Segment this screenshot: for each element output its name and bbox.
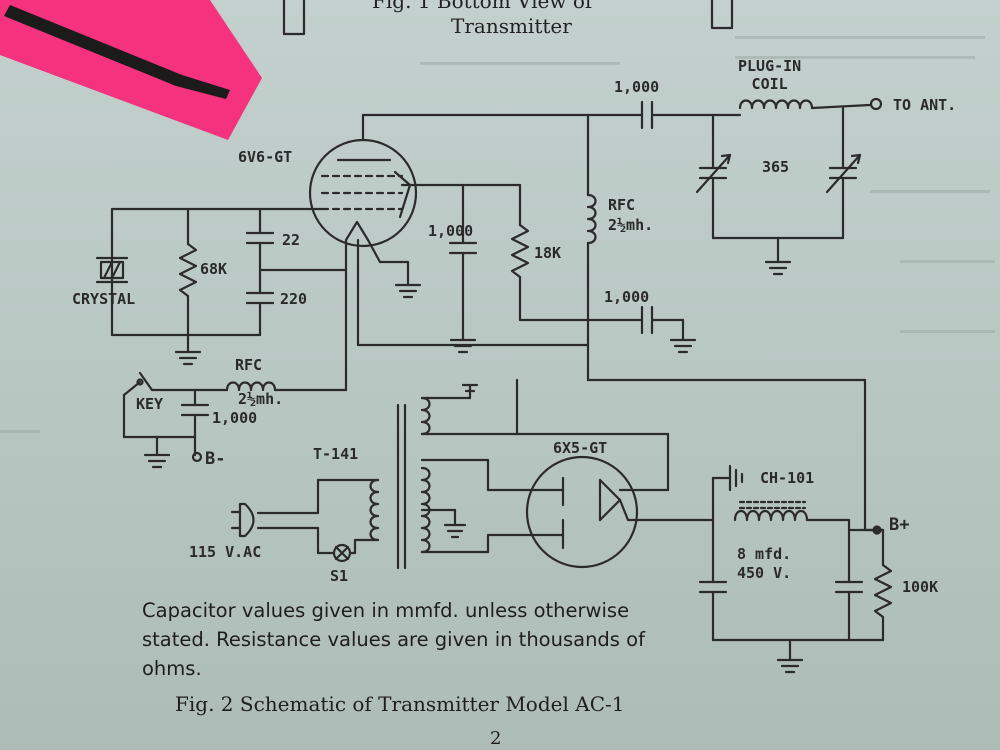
label-to-ant: TO ANT.: [893, 96, 957, 114]
label-rfc-key: RFC: [235, 356, 263, 374]
component-value-note: Capacitor values given in mmfd. unless o…: [142, 599, 645, 680]
label-rfc-plate: RFC: [608, 196, 636, 214]
label-ch101: CH-101: [760, 469, 815, 487]
header-box-right: [710, 0, 734, 30]
label-6v6: 6V6-GT: [238, 148, 293, 166]
page-number: 2: [490, 728, 502, 749]
label-key-cap: 1,000: [212, 409, 258, 427]
label-220: 220: [280, 290, 308, 308]
label-18k: 18K: [534, 244, 562, 262]
filament-winding: [420, 396, 431, 436]
label-b-plus: B+: [889, 515, 910, 535]
ground-tube: [394, 283, 422, 299]
b-minus-terminal: [191, 451, 203, 463]
header-box-left: [282, 0, 306, 36]
antenna-terminal: [869, 97, 883, 111]
ground-68k: [174, 350, 202, 366]
ground-key: [143, 453, 171, 469]
resistor-68k: [178, 242, 198, 298]
ground-filter: [776, 658, 804, 674]
label-68k: 68K: [200, 260, 228, 278]
label-b-minus: B-: [205, 449, 226, 469]
header-title: Transmitter: [451, 14, 572, 38]
ac-plug: [238, 502, 255, 538]
label-filter-cap: 8 mfd. 450 V.: [737, 545, 792, 582]
plug-in-coil: [738, 99, 814, 110]
label-t141: T-141: [313, 445, 359, 463]
label-rfc-plate-value: 2½mh.: [608, 216, 654, 234]
crystal-symbol: [95, 256, 129, 284]
tube-6v6: [308, 138, 418, 248]
label-6x5: 6X5-GT: [553, 439, 608, 457]
label-plug-in-coil: PLUG-IN COIL: [738, 57, 802, 93]
key-switch: [138, 371, 154, 392]
ground-tank: [764, 260, 792, 276]
label-crystal: CRYSTAL: [72, 290, 136, 308]
figure-caption: Fig. 2 Schematic of Transmitter Model AC…: [175, 692, 625, 716]
sticky-note: [0, 0, 262, 140]
label-s1: S1: [330, 567, 349, 585]
rfc-plate-coil: [586, 193, 597, 245]
primary-winding: [369, 478, 380, 542]
label-rfc-key-value: 2½mh.: [238, 390, 284, 408]
label-key: KEY: [136, 395, 164, 413]
label-coupling-cap: 1,000: [614, 78, 660, 96]
ground-rfc: [669, 338, 697, 354]
label-screen-cap: 1,000: [428, 222, 474, 240]
label-115vac: 115 V.AC: [189, 543, 262, 561]
label-100k: 100K: [902, 578, 939, 596]
header-title-partial: Fig. 1 Bottom View of: [372, 0, 593, 13]
resistor-18k: [510, 223, 530, 279]
label-rfc-bypass-cap: 1,000: [604, 288, 650, 306]
label-365: 365: [762, 158, 790, 176]
ground-screen: [449, 338, 477, 354]
rfc-key-coil: [225, 381, 277, 392]
resistor-100k: [873, 563, 893, 619]
label-22: 22: [282, 231, 301, 249]
b-plus-node: [872, 525, 882, 535]
tube-6x5: [525, 455, 639, 569]
choke-ch101: [733, 509, 809, 522]
